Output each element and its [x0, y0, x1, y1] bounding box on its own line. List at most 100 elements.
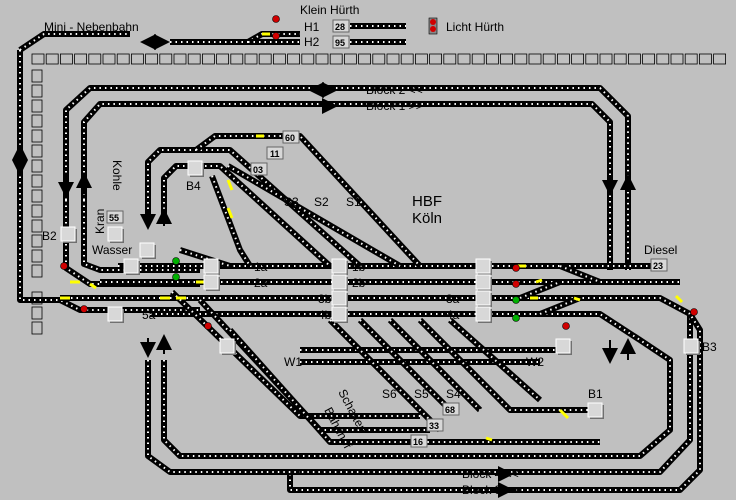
occupancy-block[interactable]: [88, 53, 102, 65]
occupancy-block[interactable]: [244, 53, 258, 65]
occupancy-block[interactable]: [656, 53, 670, 65]
occupancy-block[interactable]: [514, 53, 528, 65]
signal-icon[interactable]: [512, 280, 520, 288]
plate-33[interactable]: 33: [426, 418, 444, 432]
signal-icon[interactable]: [512, 296, 520, 304]
occupancy-block[interactable]: [31, 189, 43, 203]
occupancy-block[interactable]: [429, 53, 443, 65]
switch-mark[interactable]: [485, 436, 493, 442]
switch-mark[interactable]: [226, 207, 234, 219]
occupancy-block[interactable]: [31, 84, 43, 98]
control-box[interactable]: [587, 402, 603, 418]
occupancy-block[interactable]: [272, 53, 286, 65]
control-box[interactable]: [203, 274, 219, 290]
occupancy-block[interactable]: [329, 53, 343, 65]
occupancy-block[interactable]: [599, 53, 613, 65]
occupancy-block[interactable]: [31, 219, 43, 233]
occupancy-block[interactable]: [187, 53, 201, 65]
occupancy-block[interactable]: [116, 53, 130, 65]
occupancy-block[interactable]: [31, 306, 43, 320]
signal-icon[interactable]: [172, 273, 180, 281]
occupancy-block[interactable]: [31, 159, 43, 173]
control-box[interactable]: [187, 160, 203, 176]
occupancy-block[interactable]: [31, 204, 43, 218]
control-box[interactable]: [123, 258, 139, 274]
control-box[interactable]: [60, 226, 76, 242]
occupancy-block[interactable]: [542, 53, 556, 65]
occupancy-block[interactable]: [528, 53, 542, 65]
occupancy-block[interactable]: [642, 53, 655, 65]
occupancy-block[interactable]: [145, 53, 159, 65]
control-box[interactable]: [555, 338, 571, 354]
plate-23[interactable]: 23: [650, 258, 668, 272]
occupancy-block[interactable]: [31, 249, 43, 263]
occupancy-block[interactable]: [31, 321, 43, 335]
signal-icon[interactable]: [272, 15, 280, 23]
occupancy-block[interactable]: [31, 114, 43, 128]
occupancy-block[interactable]: [31, 129, 43, 143]
plate-55[interactable]: 55: [106, 210, 124, 224]
occupancy-block[interactable]: [31, 234, 43, 248]
occupancy-block[interactable]: [31, 174, 43, 188]
occupancy-block[interactable]: [571, 53, 584, 65]
signal-icon[interactable]: [690, 308, 698, 316]
signal-icon[interactable]: [512, 264, 520, 272]
occupancy-block[interactable]: [386, 53, 400, 65]
signal-icon[interactable]: [562, 322, 570, 330]
control-box[interactable]: [475, 274, 491, 290]
control-box[interactable]: [219, 338, 235, 354]
control-box[interactable]: [331, 274, 347, 290]
occupancy-block[interactable]: [414, 53, 428, 65]
occupancy-block[interactable]: [74, 53, 87, 65]
switch-mark[interactable]: [674, 294, 684, 304]
occupancy-block[interactable]: [343, 53, 357, 65]
occupancy-block[interactable]: [102, 53, 116, 65]
occupancy-block[interactable]: [301, 53, 315, 65]
occupancy-block[interactable]: [315, 53, 329, 65]
occupancy-block[interactable]: [699, 53, 712, 65]
occupancy-block[interactable]: [31, 53, 45, 65]
occupancy-block[interactable]: [485, 53, 499, 65]
occupancy-block[interactable]: [684, 53, 698, 65]
occupancy-block[interactable]: [670, 53, 684, 65]
occupancy-block[interactable]: [60, 53, 73, 65]
plate-28[interactable]: 28: [332, 19, 350, 33]
switch-mark[interactable]: [573, 296, 581, 302]
control-box[interactable]: [475, 258, 491, 274]
signal-icon[interactable]: [60, 262, 68, 270]
control-box[interactable]: [683, 338, 699, 354]
switch-mark[interactable]: [89, 282, 97, 290]
occupancy-block[interactable]: [31, 99, 43, 113]
control-box[interactable]: [331, 306, 347, 322]
occupancy-block[interactable]: [557, 53, 570, 65]
occupancy-block[interactable]: [400, 53, 414, 65]
occupancy-block[interactable]: [201, 53, 215, 65]
signal-icon[interactable]: [512, 314, 520, 322]
occupancy-block[interactable]: [230, 53, 244, 65]
occupancy-block[interactable]: [31, 264, 43, 278]
plate-11[interactable]: 11: [266, 146, 284, 160]
control-box[interactable]: [475, 306, 491, 322]
plate-95[interactable]: 95: [332, 35, 350, 49]
control-box[interactable]: [475, 290, 491, 306]
signal-icon[interactable]: [272, 32, 280, 40]
switch-mark[interactable]: [558, 408, 570, 420]
occupancy-block[interactable]: [130, 53, 144, 65]
occupancy-block[interactable]: [159, 53, 173, 65]
occupancy-block[interactable]: [443, 53, 457, 65]
occupancy-block[interactable]: [358, 53, 372, 65]
plate-16[interactable]: 16: [410, 434, 428, 448]
control-box[interactable]: [107, 306, 123, 322]
switch-mark[interactable]: [535, 278, 543, 284]
control-box[interactable]: [331, 258, 347, 274]
signal-icon[interactable]: [172, 257, 180, 265]
switch-mark[interactable]: [226, 179, 234, 191]
signal-icon[interactable]: [204, 322, 212, 330]
occupancy-block[interactable]: [31, 69, 43, 83]
signal-lamp-icon[interactable]: [428, 17, 438, 35]
occupancy-block[interactable]: [471, 53, 485, 65]
occupancy-block[interactable]: [216, 53, 230, 65]
plate-03[interactable]: 03: [250, 162, 268, 176]
control-box[interactable]: [107, 226, 123, 242]
occupancy-block[interactable]: [628, 53, 641, 65]
